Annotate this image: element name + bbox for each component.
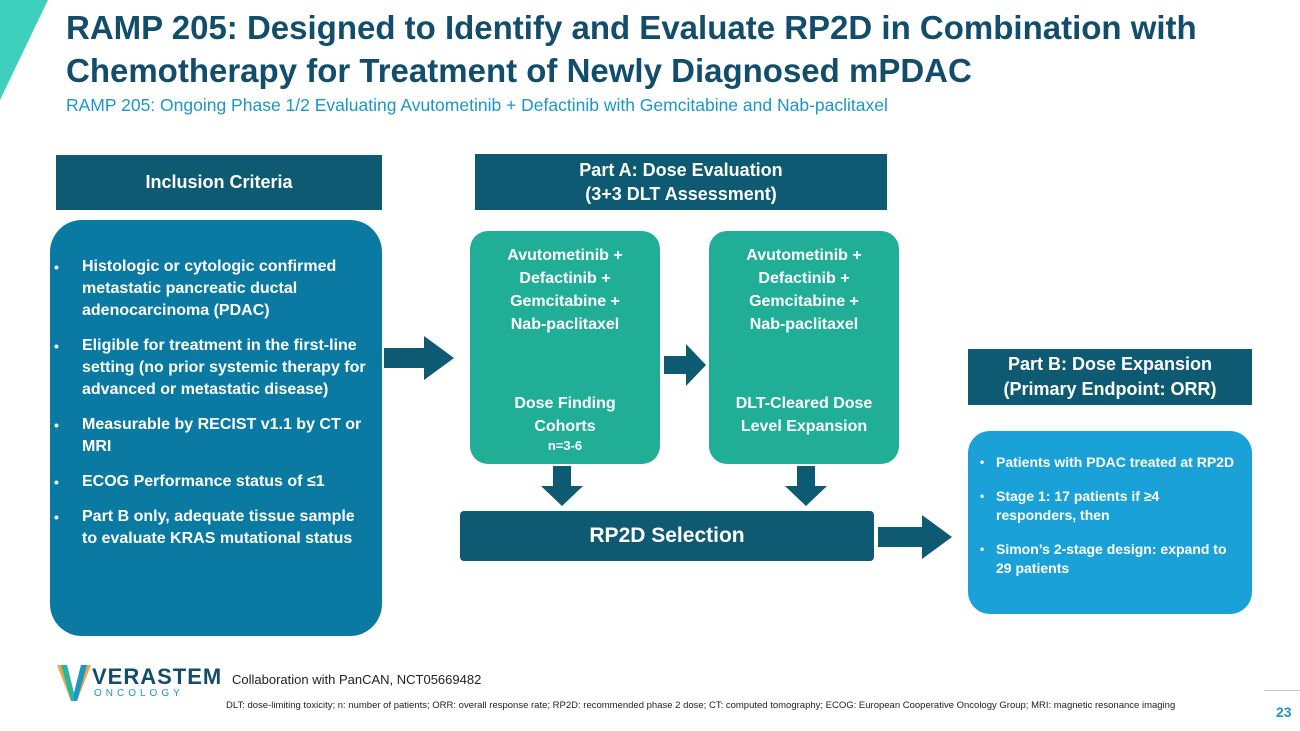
part-b-box: Patients with PDAC treated at RP2D Stage… [968, 431, 1252, 614]
corner-accent-shape [0, 0, 48, 100]
right-arrow-icon [878, 515, 952, 559]
dose-finding-label: Cohorts [534, 418, 596, 435]
verastem-logo-text: VERASTEM [92, 664, 223, 689]
footer-divider [1264, 690, 1300, 691]
collaboration-note: Collaboration with PanCAN, NCT05669482 [232, 672, 482, 687]
inclusion-criteria-header-label: Inclusion Criteria [145, 172, 293, 192]
part-a-header: Part A: Dose Evaluation (3+3 DLT Assessm… [475, 154, 887, 210]
regimen-line: Gemcitabine + [749, 293, 859, 310]
right-arrow-icon [384, 336, 454, 380]
inclusion-item: ECOG Performance status of ≤1 [54, 471, 366, 493]
regimen-line: Defactinib + [519, 270, 611, 287]
part-b-item: Simon’s 2-stage design: expand to 29 pat… [980, 540, 1240, 578]
regimen-line: Nab-paclitaxel [749, 316, 859, 333]
oncology-logo-text: ONCOLOGY [94, 688, 184, 699]
part-a-header-line1: Part A: Dose Evaluation [579, 160, 783, 180]
page-number: 23 [1276, 704, 1292, 720]
dlt-cleared-label: Level Expansion [740, 418, 868, 435]
inclusion-item: Part B only, adequate tissue sample to e… [54, 506, 366, 550]
cohort-size-label: n=3-6 [547, 438, 583, 453]
abbreviations-footnote: DLT: dose-limiting toxicity; n: number o… [226, 700, 1176, 711]
part-b-header: Part B: Dose Expansion (Primary Endpoint… [968, 349, 1252, 405]
inclusion-criteria-header: Inclusion Criteria [56, 155, 382, 210]
inclusion-item: Measurable by RECIST v1.1 by CT or MRI [54, 414, 366, 458]
regimen-line: Defactinib + [758, 270, 850, 287]
dlt-cleared-label: DLT-Cleared Dose [735, 395, 873, 412]
inclusion-criteria-box: Histologic or cytologic confirmed metast… [50, 220, 382, 636]
regimen-line: Avutometinib + [746, 247, 862, 264]
right-arrow-icon [664, 344, 706, 386]
regimen-line: Avutometinib + [507, 247, 623, 264]
rp2d-selection-box: RP2D Selection [460, 511, 874, 561]
part-b-header-line1: Part B: Dose Expansion [1007, 354, 1213, 374]
part-a-header-line2: (3+3 DLT Assessment) [585, 184, 777, 204]
dose-finding-box: Avutometinib + Defactinib + Gemcitabine … [470, 231, 660, 464]
slide-subtitle: RAMP 205: Ongoing Phase 1/2 Evaluating A… [66, 95, 888, 115]
inclusion-item: Eligible for treatment in the first-line… [54, 335, 366, 401]
slide-title: RAMP 205: Designed to Identify and Evalu… [66, 9, 1197, 89]
inclusion-criteria-list: Histologic or cytologic confirmed metast… [54, 256, 366, 550]
part-b-item: Stage 1: 17 patients if ≥4 responders, t… [980, 487, 1240, 525]
regimen-line: Gemcitabine + [510, 293, 620, 310]
part-b-header-line2: (Primary Endpoint: ORR) [1003, 379, 1217, 399]
dose-finding-label: Dose Finding [514, 395, 616, 412]
down-arrow-icon [785, 466, 827, 506]
part-b-list: Patients with PDAC treated at RP2D Stage… [980, 453, 1240, 578]
inclusion-item: Histologic or cytologic confirmed metast… [54, 256, 366, 322]
part-b-item: Patients with PDAC treated at RP2D [980, 453, 1240, 472]
down-arrow-icon [541, 466, 583, 506]
dose-expansion-level-box: Avutometinib + Defactinib + Gemcitabine … [709, 231, 899, 464]
regimen-line: Nab-paclitaxel [510, 316, 620, 333]
rp2d-selection-label: RP2D Selection [589, 524, 745, 547]
verastem-logo-icon [57, 665, 91, 701]
